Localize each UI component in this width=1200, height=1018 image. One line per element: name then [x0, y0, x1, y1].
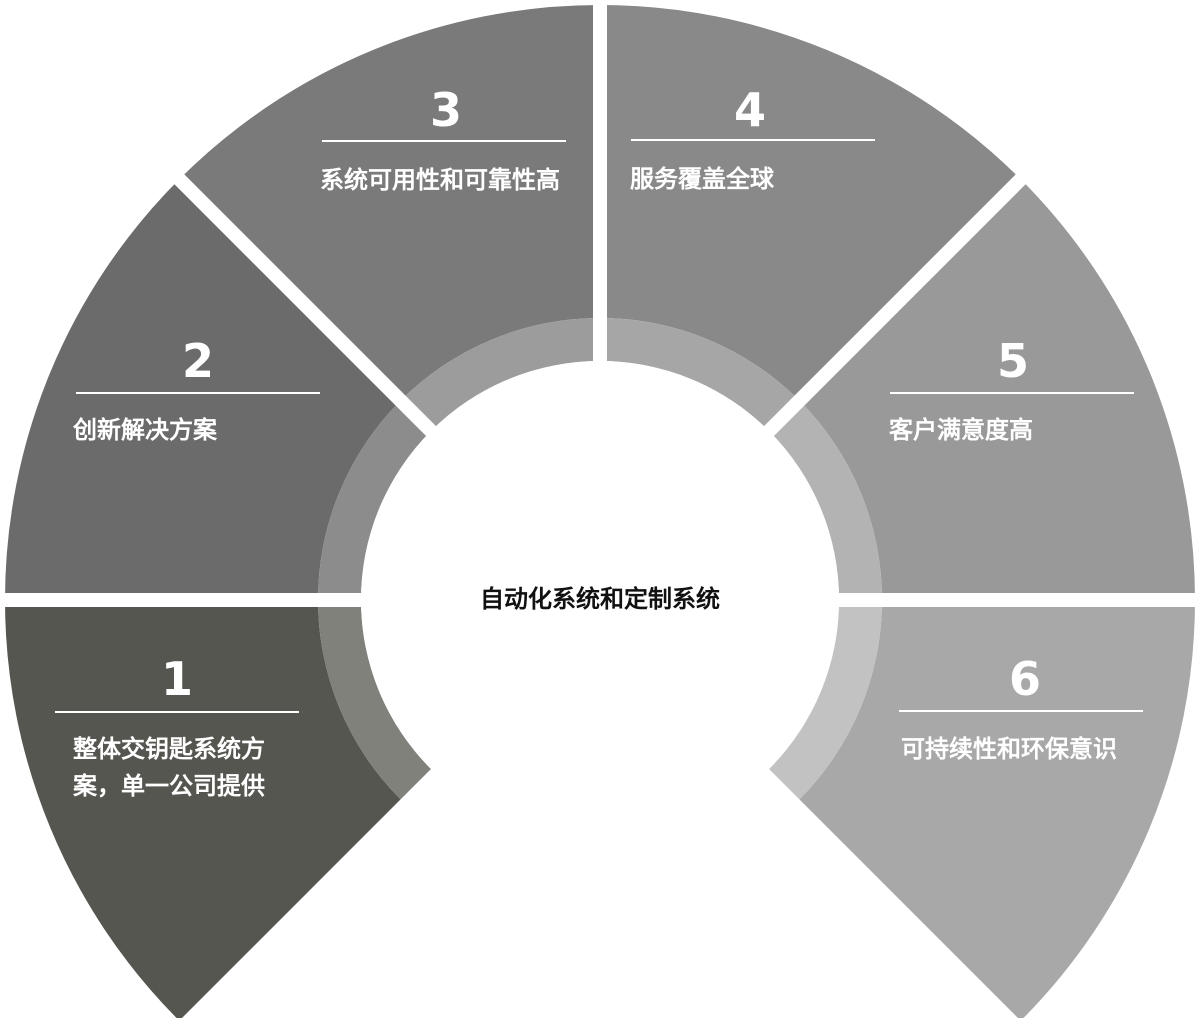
segment-3-label: 系统可用性和可靠性高: [320, 166, 560, 194]
segment-4-divider: [631, 139, 875, 141]
segment-1-divider: [55, 711, 299, 713]
segment-4-inner-band: [600, 318, 800, 432]
segment-6-outer-band: [799, 600, 1195, 1018]
segment-3-number: 3: [429, 83, 462, 137]
segment-3-outer-band: [179, 5, 600, 401]
segment-4-outer-band: [600, 5, 1021, 401]
segment-6: [768, 600, 1195, 1018]
segment-2-label: 创新解决方案: [73, 416, 217, 444]
segment-1: [5, 600, 432, 1018]
segment-1-outer-band: [5, 600, 401, 1018]
segment-6-number: 6: [1008, 652, 1041, 706]
segment-2-number: 2: [181, 334, 214, 388]
segment-6-divider: [899, 710, 1143, 712]
segment-5-inner-band: [768, 400, 882, 600]
segment-5: [768, 179, 1195, 600]
segment-separator: [170, 170, 440, 440]
segment-separator: [760, 170, 1030, 440]
segment-5-outer-band: [799, 179, 1195, 600]
segment-2-inner-band: [318, 400, 432, 600]
segment-1-number: 1: [160, 652, 193, 706]
segment-1-inner-band: [318, 600, 432, 800]
segment-3-inner-band: [400, 318, 600, 432]
segment-5-divider: [890, 392, 1134, 394]
center-disc: [361, 361, 839, 839]
segment-6-inner-band: [768, 600, 882, 800]
segment-5-number: 5: [996, 334, 1029, 388]
segment-5-label: 客户满意度高: [889, 416, 1033, 444]
segment-2-outer-band: [5, 179, 401, 600]
segment-3-divider: [322, 140, 566, 142]
segment-2-divider: [76, 392, 320, 394]
segment-4-label: 服务覆盖全球: [630, 165, 774, 193]
segment-4: [600, 5, 1021, 432]
segment-1-label: 整体交钥匙系统方案，单一公司提供: [73, 735, 265, 800]
segment-2: [5, 179, 432, 600]
segment-4-number: 4: [733, 83, 766, 137]
segment-6-label: 可持续性和环保意识: [901, 735, 1117, 763]
center-label: 自动化系统和定制系统: [480, 585, 720, 613]
segment-3: [179, 5, 600, 432]
